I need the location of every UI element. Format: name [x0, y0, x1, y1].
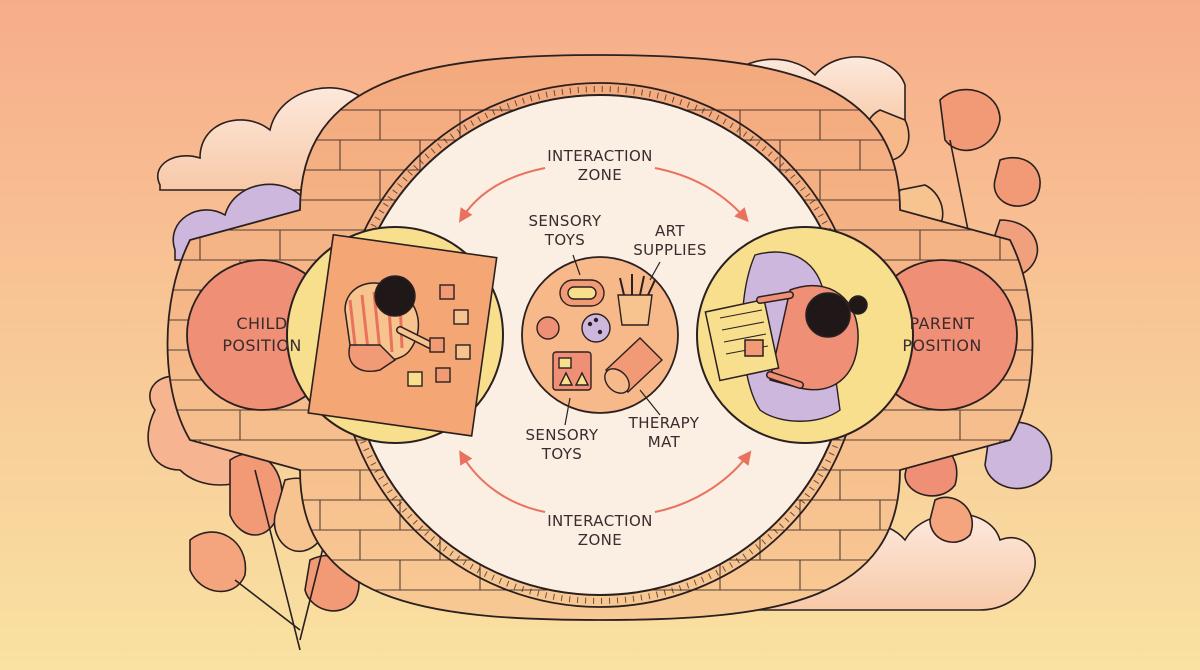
sensory-toys-bottom-label: SENSORY TOYS [525, 426, 599, 463]
sensory-toy-tube [559, 279, 605, 307]
sensory-balls [536, 313, 611, 343]
label-pointers [564, 254, 661, 426]
child-figure [344, 275, 434, 372]
arrow-top-right [654, 167, 749, 223]
arrow-bottom-right [654, 450, 752, 513]
therapy-mat-label: THERAPY MAT [628, 414, 700, 451]
art-supplies-label: ART SUPPLIES [633, 222, 707, 259]
shape-sorter [552, 351, 592, 391]
parent-position-label: PARENT POSITION [902, 314, 982, 355]
therapy-mat-roll [604, 337, 664, 394]
arrow-top-left [458, 167, 546, 223]
parent-figure [704, 284, 868, 391]
interaction-zone-top-label: INTERACTION ZONE [547, 147, 653, 184]
arrow-bottom-left [459, 450, 546, 513]
interaction-zone-bottom-label: INTERACTION ZONE [547, 512, 653, 549]
child-position-label: CHILD POSITION [222, 314, 302, 355]
sensory-toys-top-label: SENSORY TOYS [528, 212, 602, 249]
art-supplies-cup [617, 274, 656, 326]
interaction-arrows [458, 167, 752, 513]
toy-blocks [407, 284, 471, 387]
